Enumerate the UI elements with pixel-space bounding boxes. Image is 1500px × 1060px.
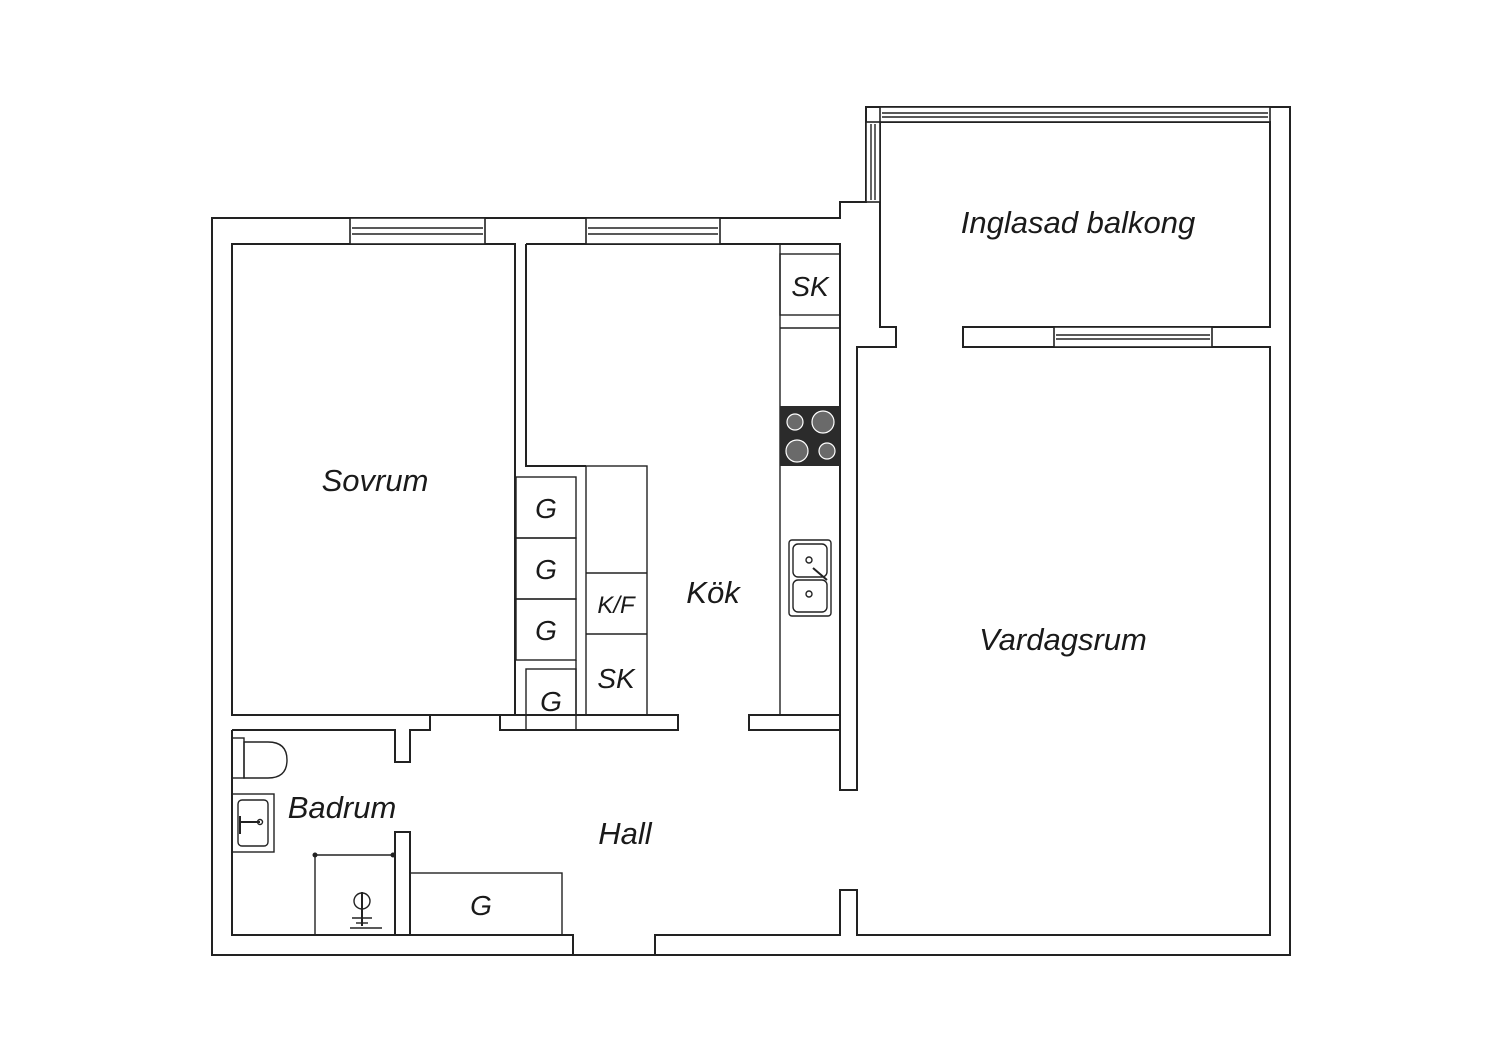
room-labels: Sovrum Kök Vardagsrum Inglasad balkong B… [288,205,1195,851]
kitchen-fixtures [515,243,841,730]
cabinet-g-hall [409,872,563,936]
label-badrum: Badrum [288,790,397,825]
balkong-wall-inner [654,121,1271,955]
label-sovrum: Sovrum [322,463,429,498]
sovrum-bottom-wall [232,714,431,763]
balkong-left-wall [839,122,897,791]
sink-icon [788,539,832,617]
label-g2: G [535,554,557,585]
toilet-icon [231,737,288,779]
label-kf: K/F [597,592,636,619]
stove-burners [785,410,836,463]
label-vardagsrum: Vardagsrum [979,622,1147,657]
bathroom-right-wall [394,831,411,936]
label-g4: G [540,686,562,717]
washbasin-icon [231,793,275,853]
window-balkong-top [879,106,1271,123]
cabinet-column [585,465,648,716]
label-g-hall: G [470,890,492,921]
window-kok [585,217,721,245]
fixture-labels: SK SK K/F G G G G G [470,271,830,921]
bathroom-fixtures [231,737,396,935]
cabinet-g3 [515,598,577,661]
label-hall: Hall [598,816,653,851]
outer-wall-outline [211,106,1291,956]
bathroom-outer-wall [231,730,574,955]
wardrobe-sk-top [779,253,841,316]
label-sk-bottom: SK [597,663,636,694]
windows [349,106,1271,348]
counter-right [779,243,841,716]
label-g3: G [535,615,557,646]
label-g1: G [535,493,557,524]
window-vardagsrum [1053,326,1213,348]
window-sovrum [349,217,486,245]
label-sk-top: SK [791,271,830,302]
label-kok: Kök [686,575,741,610]
shower-icon [312,852,396,935]
label-balkong: Inglasad balkong [961,205,1195,240]
kitchen-bottom-wall-right [748,714,841,731]
window-balkong-left [865,121,881,203]
